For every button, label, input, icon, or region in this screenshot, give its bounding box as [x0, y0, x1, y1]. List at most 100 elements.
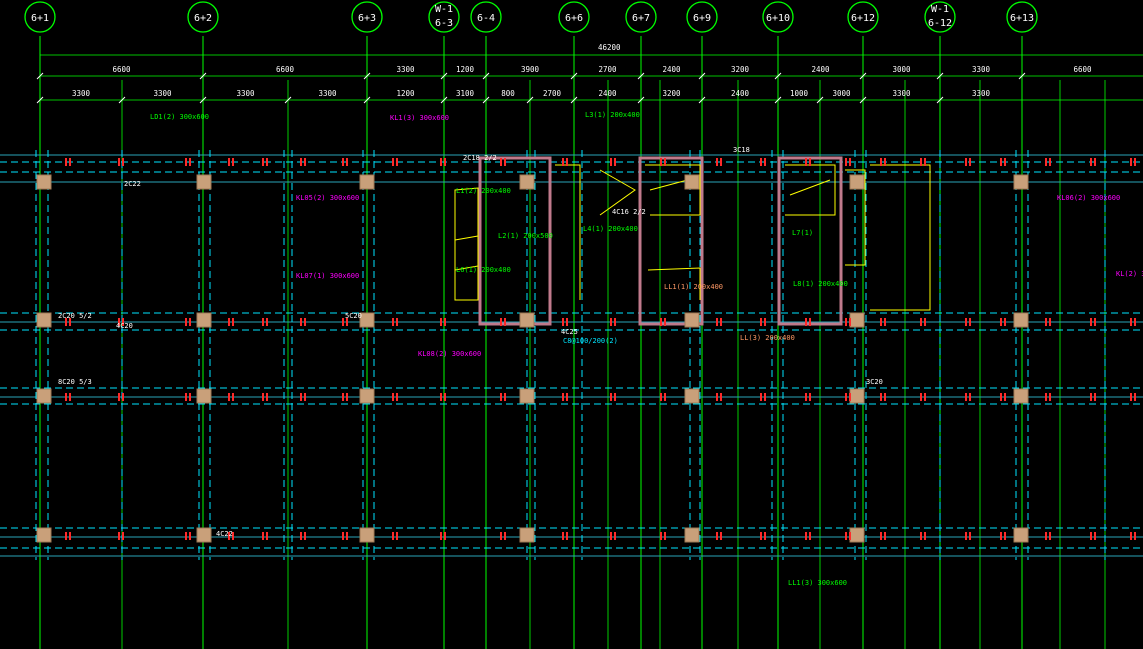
red-mark-40 — [1000, 158, 1002, 166]
red-mark-185 — [1004, 532, 1006, 540]
red-mark-85 — [924, 318, 926, 326]
red-mark-175 — [809, 532, 811, 540]
red-mark-108 — [342, 393, 344, 401]
red-mark-109 — [346, 393, 348, 401]
axis-bubble-3 — [428, 1, 460, 33]
red-mark-8 — [262, 158, 264, 166]
axis-label-9: 6+12 — [851, 13, 875, 24]
red-mark-60 — [342, 318, 344, 326]
annotations-cyan: C8@100/200(2) — [563, 337, 618, 345]
red-mark-186 — [1045, 532, 1047, 540]
column-16 — [359, 388, 375, 404]
dim-row1-text-3: 1200 — [456, 65, 475, 74]
red-marks — [65, 158, 1136, 540]
dim-row2-tick-4 — [363, 96, 371, 104]
red-mark-28 — [760, 158, 762, 166]
dim-row1-tick-6 — [637, 72, 645, 80]
axis-bubble-7 — [686, 1, 718, 33]
axis-bubble-0 — [24, 1, 56, 33]
red-mark-3 — [122, 158, 124, 166]
vertical-beams — [35, 150, 1106, 560]
annotation-white-3: 3C18 — [733, 146, 750, 154]
stair-core-2 — [638, 156, 704, 326]
dim-row1-text-2: 3300 — [396, 65, 415, 74]
red-mark-11 — [304, 158, 306, 166]
red-mark-23 — [614, 158, 616, 166]
axis-label-1: 6+2 — [194, 13, 212, 24]
red-mark-63 — [396, 318, 398, 326]
axis-bubble-5 — [558, 1, 590, 33]
red-mark-9 — [266, 158, 268, 166]
dimension-lines: 46200 — [40, 43, 1143, 101]
red-mark-56 — [262, 318, 264, 326]
red-mark-125 — [764, 393, 766, 401]
dim-row2-tick-5 — [440, 96, 448, 104]
column-13 — [1013, 312, 1029, 328]
red-mark-134 — [965, 393, 967, 401]
column-1 — [196, 174, 212, 190]
red-mark-124 — [760, 393, 762, 401]
dim-row2-tick-3 — [284, 96, 292, 104]
red-mark-84 — [920, 318, 922, 326]
annotation-green-8: LL1(3) 300x600 — [788, 579, 847, 587]
red-mark-141 — [1094, 393, 1096, 401]
red-mark-119 — [614, 393, 616, 401]
red-mark-1 — [69, 158, 71, 166]
red-mark-39 — [969, 158, 971, 166]
red-mark-65 — [444, 318, 446, 326]
annotation-magenta-0: KL1(3) 300x600 — [390, 114, 449, 122]
dim-row2-tick-12 — [816, 96, 824, 104]
axis-bubble-6 — [625, 1, 657, 33]
axis-bubble-8 — [762, 1, 794, 33]
stair-lines-1 — [454, 164, 636, 301]
red-mark-93 — [1094, 318, 1096, 326]
red-mark-0 — [65, 158, 67, 166]
dim-row2-tick-1 — [118, 96, 126, 104]
red-mark-69 — [566, 318, 568, 326]
red-mark-177 — [849, 532, 851, 540]
red-mark-139 — [1049, 393, 1051, 401]
red-mark-138 — [1045, 393, 1047, 401]
red-mark-123 — [720, 393, 722, 401]
red-mark-91 — [1049, 318, 1051, 326]
red-mark-43 — [1049, 158, 1051, 166]
red-mark-80 — [845, 318, 847, 326]
red-mark-32 — [845, 158, 847, 166]
dim-row2-tick-8 — [570, 96, 578, 104]
red-mark-163 — [504, 532, 506, 540]
red-mark-171 — [720, 532, 722, 540]
red-mark-116 — [562, 393, 564, 401]
red-mark-184 — [1000, 532, 1002, 540]
red-mark-29 — [764, 158, 766, 166]
dim-row2-text-11: 1000 — [790, 89, 809, 98]
red-mark-178 — [880, 532, 882, 540]
column-4 — [684, 174, 700, 190]
dim-row2-text-6: 800 — [501, 89, 515, 98]
red-mark-155 — [304, 532, 306, 540]
red-mark-135 — [969, 393, 971, 401]
red-mark-187 — [1049, 532, 1051, 540]
red-mark-114 — [500, 393, 502, 401]
red-mark-146 — [118, 532, 120, 540]
red-mark-55 — [232, 318, 234, 326]
red-mark-10 — [300, 158, 302, 166]
red-mark-26 — [716, 158, 718, 166]
red-mark-99 — [122, 393, 124, 401]
annotation-green-1: L1(2) 200x400 — [456, 187, 511, 195]
red-mark-136 — [1000, 393, 1002, 401]
red-mark-33 — [849, 158, 851, 166]
dim-row1-tick-2 — [363, 72, 371, 80]
stair-core-3 — [777, 156, 843, 326]
annotation-white-1: 4C20 — [116, 322, 133, 330]
red-mark-75 — [720, 318, 722, 326]
red-mark-153 — [266, 532, 268, 540]
annotation-green-3: L3(1) 200x400 — [585, 111, 640, 119]
red-mark-183 — [969, 532, 971, 540]
red-mark-179 — [884, 532, 886, 540]
red-mark-4 — [185, 158, 187, 166]
annotation-green-4: L2(1) 200x500 — [498, 232, 553, 240]
red-mark-176 — [845, 532, 847, 540]
dim-row1-tick-1 — [199, 72, 207, 80]
red-mark-133 — [924, 393, 926, 401]
dim-row1-text-0: 6600 — [112, 65, 131, 74]
